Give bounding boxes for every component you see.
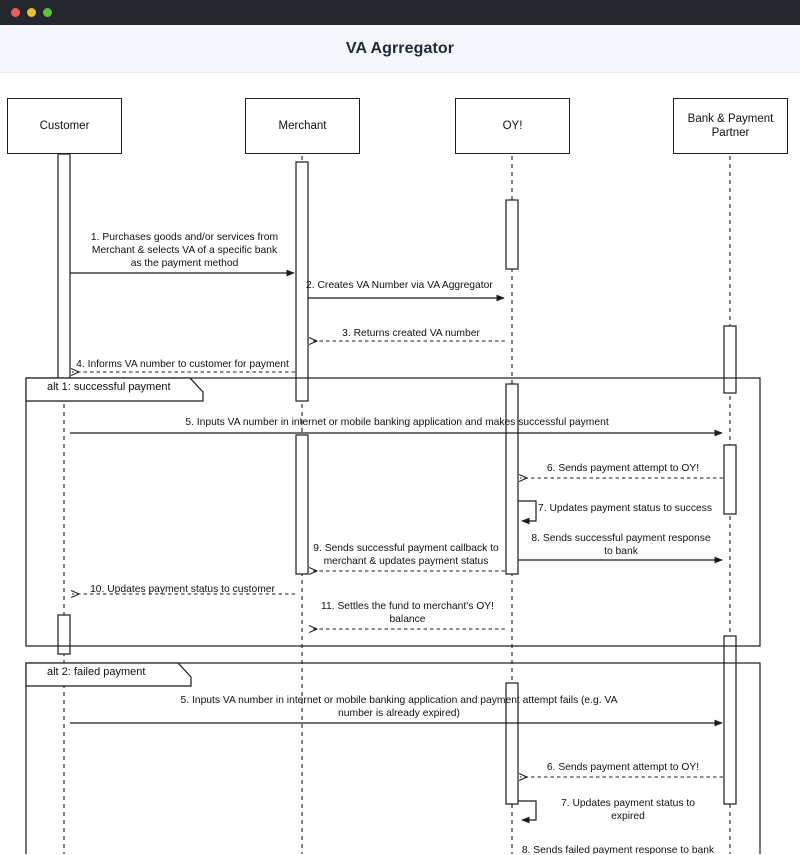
close-window-button[interactable] [11, 8, 20, 17]
actor-label-oy: OY! [502, 119, 523, 132]
actor-box-oy[interactable]: OY! [455, 98, 570, 154]
actor-label-bank: Bank & Payment Partner [687, 112, 774, 139]
actor-label-customer: Customer [39, 119, 90, 132]
message-label-7-alt1: 7. Updates payment status to success [538, 503, 712, 514]
message-label-8-alt1: 8. Sends successful payment response to … [531, 533, 711, 558]
actor-box-customer[interactable]: Customer [7, 98, 122, 154]
message-label-9-alt1: 9. Sends successful payment callback to … [313, 543, 499, 568]
minimize-window-button[interactable] [27, 8, 36, 17]
maximize-window-button[interactable] [43, 8, 52, 17]
message-arrow-7-alt2 [518, 800, 537, 824]
message-label-5-alt2: 5. Inputs VA number in internet or mobil… [180, 695, 618, 720]
alt1-fragment-frame [25, 377, 761, 647]
alt2-fragment-frame [25, 662, 761, 854]
sequence-diagram-graphics [25, 132, 761, 854]
message-label-5-alt1: 5. Inputs VA number in internet or mobil… [185, 417, 609, 428]
message-arrow-7-alt1 [518, 500, 537, 525]
message-label-10-alt1: 10. Updates payment status to customer [90, 584, 275, 595]
page-title: VA Agrregator [345, 39, 455, 57]
actor-box-merchant[interactable]: Merchant [245, 98, 360, 154]
sequence-diagram-canvas: Customer Merchant OY! Bank & Payment Par… [0, 73, 800, 854]
actor-box-bank[interactable]: Bank & Payment Partner [673, 98, 788, 154]
message-label-3: 3. Returns created VA number [342, 328, 480, 339]
message-label-7-alt2: 7. Updates payment status to expired [561, 798, 695, 823]
message-label-11-alt1: 11. Settles the fund to merchant's OY! b… [321, 601, 494, 626]
alt2-fragment-label: alt 2: failed payment [47, 666, 146, 678]
message-label-2: 2. Creates VA Number via VA Aggregator [306, 280, 493, 291]
alt1-fragment-label: alt 1: successful payment [47, 381, 171, 393]
message-label-6-alt2: 6. Sends payment attempt to OY! [546, 762, 700, 773]
message-label-1: 1. Purchases goods and/or services from … [90, 232, 279, 270]
diagram-header: VA Agrregator [0, 25, 800, 73]
message-label-4: 4. Informs VA number to customer for pay… [76, 359, 289, 370]
window-titlebar [0, 0, 800, 25]
message-label-6-alt1: 6. Sends payment attempt to OY! [546, 463, 700, 474]
message-label-8-alt2: 8. Sends failed payment response to bank [521, 845, 715, 854]
activation-bars [57, 153, 737, 805]
actor-label-merchant: Merchant [278, 119, 327, 132]
